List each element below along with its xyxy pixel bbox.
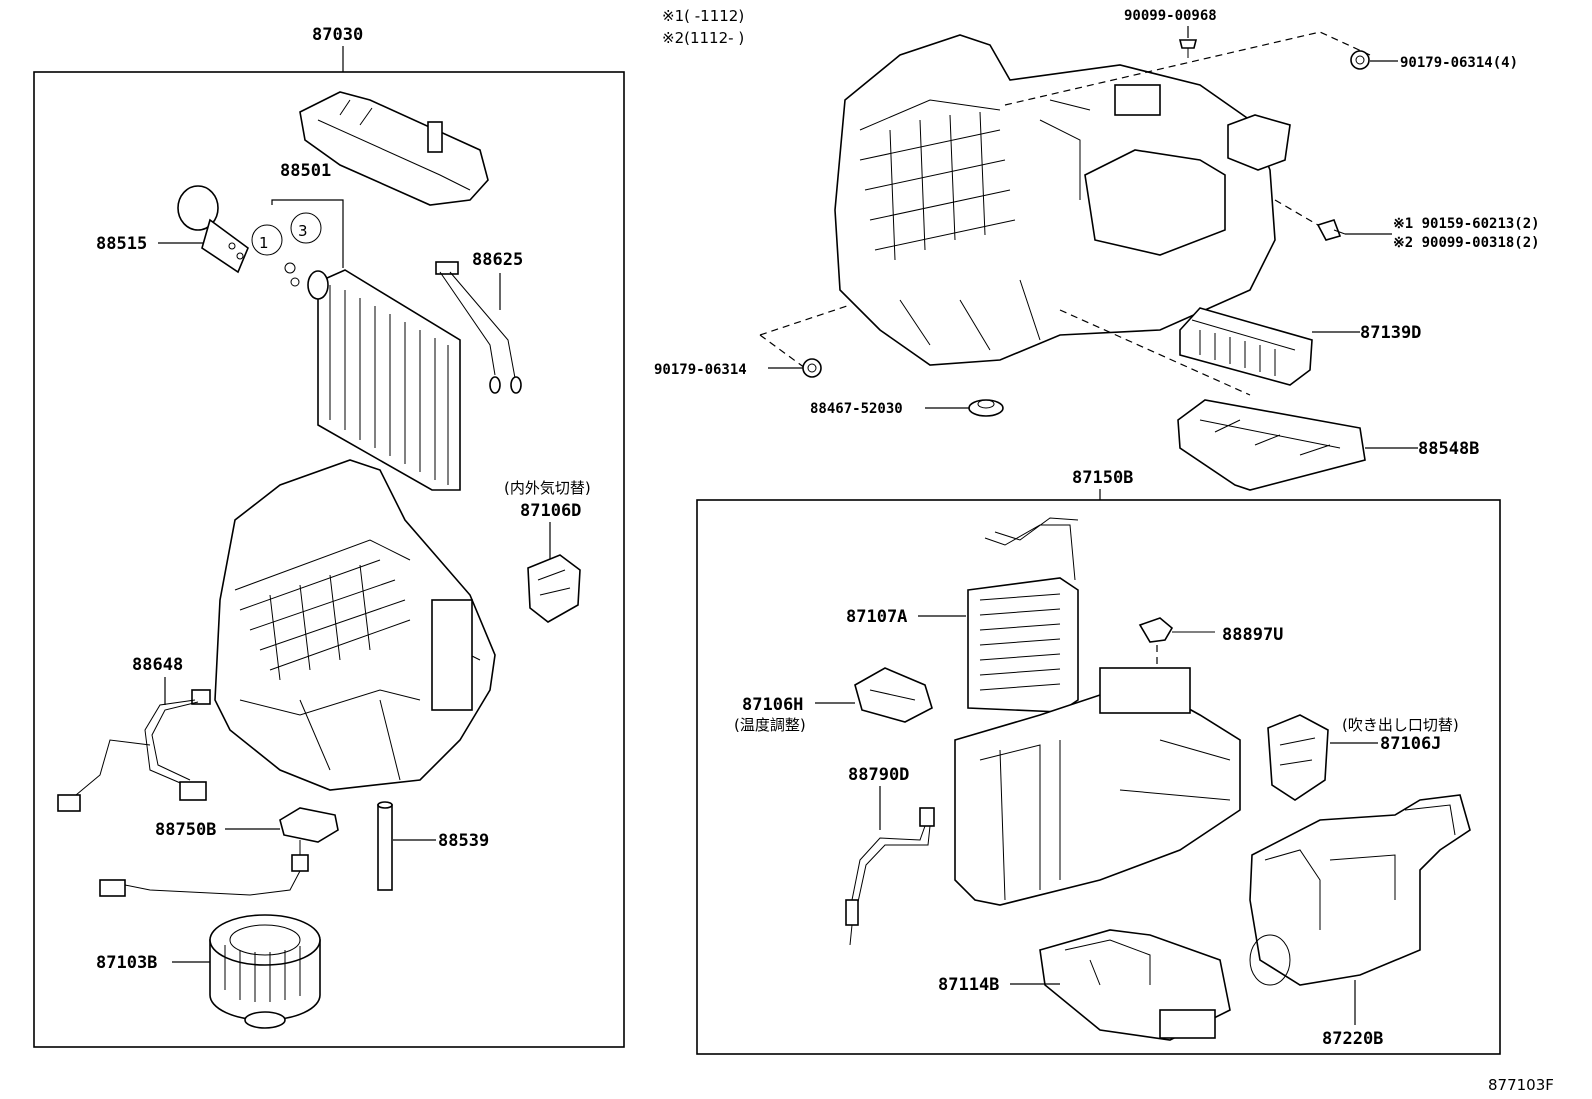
svg-text:3: 3 [298, 222, 308, 240]
note-2: ※2(1112- ) [662, 29, 744, 47]
label-88897U: 88897U [1222, 625, 1283, 645]
label-88539: 88539 [438, 831, 489, 851]
label-87114B: 87114B [938, 975, 999, 995]
group-label-87150B: 87150B [1072, 468, 1133, 488]
label-90179-06314: 90179-06314 [654, 362, 747, 378]
screw-top-part [1178, 39, 1198, 58]
blower-motor-87103B-part [209, 914, 321, 1029]
harness-88648-part [57, 689, 211, 812]
duct-87220B-part [1249, 794, 1471, 986]
label-87106D: 87106D [520, 501, 581, 521]
note-87106J: (吹き出し口切替) [1342, 716, 1459, 734]
label-88515: 88515 [96, 234, 147, 254]
label-88750B: 88750B [155, 820, 216, 840]
label-screw-note1: ※1 90159-60213(2) [1393, 216, 1540, 232]
top-assembly: 90099-00968 90179-06314(4) ※1 90159-6021… [654, 8, 1540, 491]
circle-3-marker: 3 [290, 212, 322, 244]
sensor-88897U-part [1138, 617, 1215, 643]
evaporator-part [307, 269, 461, 491]
thermistor-part [435, 261, 522, 394]
label-88625: 88625 [472, 250, 523, 270]
label-90099-00968: 90099-00968 [1124, 8, 1217, 24]
servo-87106H-part [854, 667, 933, 723]
label-87220B: 87220B [1322, 1029, 1383, 1049]
label-88790D: 88790D [848, 765, 909, 785]
expansion-valve-part [177, 185, 249, 274]
grommet-part [968, 399, 1004, 417]
servo-87106J-part [1267, 714, 1329, 801]
label-screw-note2: ※2 90099-00318(2) [1393, 235, 1540, 251]
circle-1-marker: 1 [251, 224, 283, 256]
note-1: ※1( -1112) [662, 7, 744, 25]
label-90179-06314-4: 90179-06314(4) [1400, 55, 1518, 71]
label-87107A: 87107A [846, 607, 907, 627]
label-88548B: 88548B [1418, 439, 1479, 459]
label-87103B: 87103B [96, 953, 157, 973]
servo-87106D-part [527, 554, 581, 623]
clip-top-right-part [1350, 50, 1370, 70]
filter-87139D-part [1179, 307, 1313, 386]
hvac-unit-part [834, 34, 1291, 366]
drain-88539-part [377, 801, 393, 891]
label-88467-52030: 88467-52030 [810, 401, 903, 417]
left-group-frame [33, 71, 625, 1048]
label-88501: 88501 [280, 161, 331, 181]
svg-text:1: 1 [259, 234, 269, 252]
group-label-87030: 87030 [312, 25, 363, 45]
harness-88790D-part [845, 807, 935, 946]
filter-cover-88548B-part [1177, 399, 1366, 491]
heater-core-87107A-part [967, 517, 1079, 713]
label-87106J: 87106J [1380, 734, 1441, 754]
resistor-88750B-part [99, 807, 339, 897]
label-87106H: 87106H [742, 695, 803, 715]
drawing-number: 877103F [1488, 1076, 1554, 1094]
upper-duct-part [299, 91, 489, 206]
right-group-frame [696, 499, 1501, 1055]
label-87139D: 87139D [1360, 323, 1421, 343]
clip-left-part [802, 358, 822, 378]
evaporator-housing-part [214, 459, 496, 791]
heater-case-part [954, 667, 1241, 906]
note-87106D: (内外気切替) [504, 479, 591, 497]
screw-side-part [1316, 219, 1346, 241]
note-87106H: (温度調整) [734, 716, 806, 734]
duct-87114B-part [1039, 929, 1231, 1041]
left-group: 87030 88501 1 3 88515 [33, 25, 625, 1048]
right-group: 87150B 87107A 88897U 87106H (温度調整) (吹き出し… [696, 468, 1501, 1055]
label-88648: 88648 [132, 655, 183, 675]
